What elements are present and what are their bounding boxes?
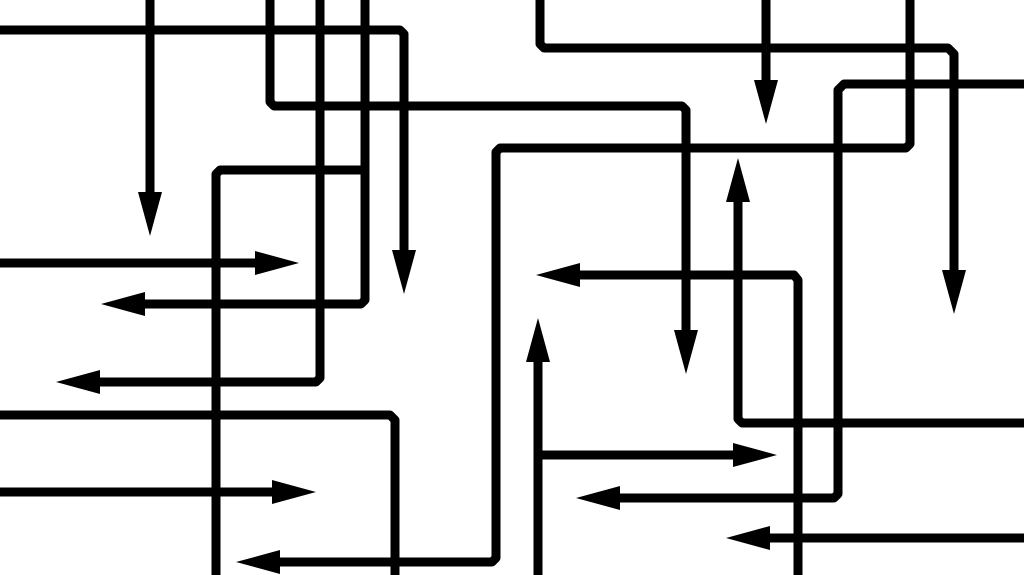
arrowhead-down-icon xyxy=(392,250,416,294)
arrowheads-layer xyxy=(56,80,966,574)
arrow-line-4 xyxy=(100,0,325,387)
arrowhead-down-icon xyxy=(754,80,778,124)
arrowhead-down-icon xyxy=(674,330,698,374)
arrow-line-11 xyxy=(535,0,959,270)
arrowhead-left-icon xyxy=(101,292,145,316)
arrowhead-right-icon xyxy=(255,251,299,275)
arrowhead-right-icon xyxy=(733,443,777,467)
arrow-line-7 xyxy=(211,165,362,575)
arrowhead-left-icon xyxy=(56,370,100,394)
arrow-line-8 xyxy=(0,410,400,575)
arrowhead-left-icon xyxy=(236,550,280,574)
arrowhead-left-icon xyxy=(536,263,580,287)
arrow-line-5 xyxy=(145,0,370,309)
arrowhead-left-icon xyxy=(576,486,620,510)
arrow-line-10 xyxy=(280,0,915,567)
arrowhead-down-icon xyxy=(138,192,162,236)
arrowhead-up-icon xyxy=(526,318,550,362)
arrowhead-right-icon xyxy=(272,480,316,504)
arrowhead-up-icon xyxy=(726,158,750,202)
arrow-line-1 xyxy=(0,25,409,250)
arrow-line-17 xyxy=(733,202,1024,428)
arrowhead-down-icon xyxy=(942,270,966,314)
arrowhead-left-icon xyxy=(726,526,770,550)
